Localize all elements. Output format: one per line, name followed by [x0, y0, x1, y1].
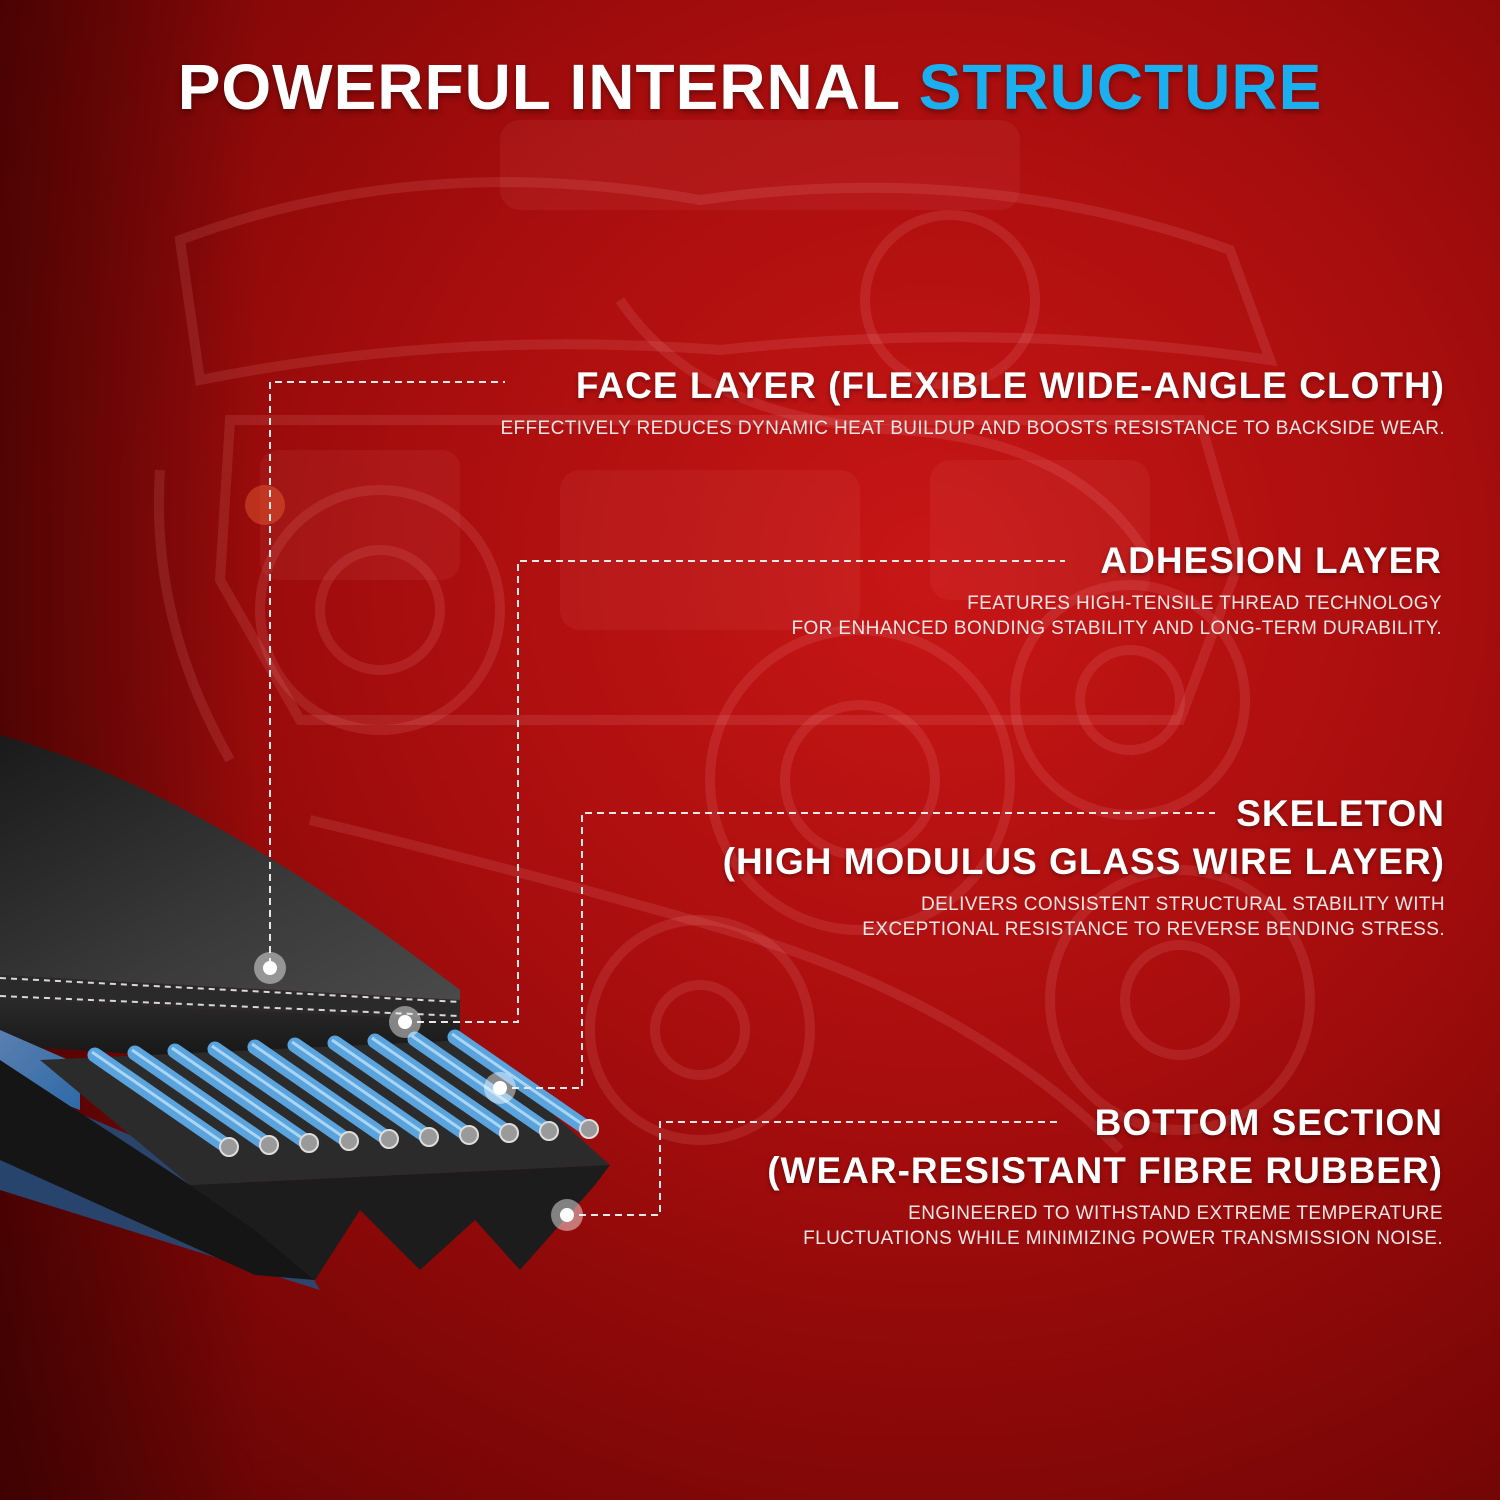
glass-wire-cord	[287, 1037, 439, 1147]
glass-wire-cord	[367, 1033, 519, 1143]
glass-wire-cord	[447, 1029, 599, 1139]
callout-title-line: ADHESION LAYER	[1100, 540, 1442, 581]
glass-wire-cord	[167, 1043, 319, 1153]
callout-description-line: FLUCTUATIONS WHILE MINIMIZING POWER TRAN…	[803, 1228, 1443, 1249]
glass-wire-cord	[407, 1031, 559, 1141]
glass-wire-cord	[247, 1039, 399, 1149]
callout-description: EFFECTIVELY REDUCES DYNAMIC HEAT BUILDUP…	[500, 416, 1445, 441]
callout-title: BOTTOM SECTION (WEAR-RESISTANT FIBRE RUB…	[767, 1099, 1443, 1195]
headline-main: POWERFUL INTERNAL	[177, 51, 900, 123]
leader-lines	[269, 381, 1215, 1216]
glass-wire-cord	[127, 1045, 279, 1155]
glass-wire-cord	[87, 1047, 239, 1157]
callout-description: FEATURES HIGH-TENSILE THREAD TECHNOLOGY …	[791, 591, 1442, 641]
callout-title-line: (WEAR-RESISTANT FIBRE RUBBER)	[767, 1150, 1443, 1191]
callout-description: DELIVERS CONSISTENT STRUCTURAL STABILITY…	[723, 892, 1445, 942]
callout-bottom-section: BOTTOM SECTION (WEAR-RESISTANT FIBRE RUB…	[767, 1099, 1443, 1251]
callout-description-line: EXCEPTIONAL RESISTANCE TO REVERSE BENDIN…	[862, 919, 1445, 940]
callout-title-line: (HIGH MODULUS GLASS WIRE LAYER)	[722, 841, 1445, 882]
callout-title-line: FACE LAYER (FLEXIBLE WIDE-ANGLE CLOTH)	[575, 365, 1445, 406]
callout-title-line: BOTTOM SECTION	[1094, 1102, 1443, 1143]
marker-skeleton	[484, 1072, 516, 1104]
callout-title-line: SKELETON	[1236, 793, 1445, 834]
callout-description-line: FEATURES HIGH-TENSILE THREAD TECHNOLOGY	[967, 593, 1442, 614]
leader-line-bottom-section	[567, 1121, 1060, 1216]
marker-bottom-section	[551, 1199, 583, 1231]
callout-description-line: DELIVERS CONSISTENT STRUCTURAL STABILITY…	[920, 894, 1445, 915]
glass-wire-cord	[327, 1035, 479, 1145]
glass-wire-cord	[207, 1041, 359, 1151]
callout-face-layer: FACE LAYER (FLEXIBLE WIDE-ANGLE CLOTH) E…	[500, 362, 1445, 441]
glass-wire-cords	[87, 1029, 599, 1157]
callout-skeleton: SKELETON (HIGH MODULUS GLASS WIRE LAYER)…	[723, 790, 1445, 942]
callout-title: SKELETON (HIGH MODULUS GLASS WIRE LAYER)	[723, 790, 1445, 886]
leader-line-face-layer	[269, 381, 505, 965]
callout-adhesion-layer: ADHESION LAYER FEATURES HIGH-TENSILE THR…	[791, 537, 1442, 641]
callout-description-line: ENGINEERED TO WITHSTAND EXTREME TEMPERAT…	[908, 1203, 1443, 1224]
belt-illustration	[0, 735, 610, 1290]
callout-description: ENGINEERED TO WITHSTAND EXTREME TEMPERAT…	[767, 1201, 1443, 1251]
marker-face-layer	[254, 952, 286, 984]
leader-line-skeleton	[500, 812, 1215, 1089]
callout-markers	[254, 952, 583, 1231]
marker-adhesion-layer	[389, 1006, 421, 1038]
callout-description-line: EFFECTIVELY REDUCES DYNAMIC HEAT BUILDUP…	[500, 418, 1445, 439]
headline: POWERFUL INTERNAL STRUCTURE	[0, 50, 1500, 124]
callout-title: ADHESION LAYER	[791, 537, 1442, 585]
callout-title: FACE LAYER (FLEXIBLE WIDE-ANGLE CLOTH)	[500, 362, 1445, 410]
callout-description-line: FOR ENHANCED BONDING STABILITY AND LONG-…	[791, 618, 1442, 639]
headline-accent: STRUCTURE	[918, 51, 1323, 123]
